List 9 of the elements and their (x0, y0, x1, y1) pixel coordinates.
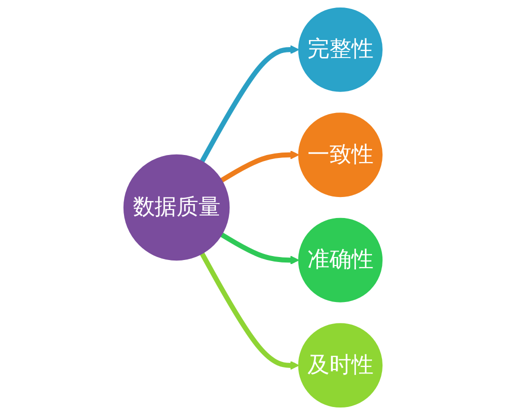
arrow (200, 252, 300, 370)
arrow (220, 150, 300, 182)
node-circle: 一致性 (298, 112, 383, 198)
node-circle: 完整性 (298, 7, 383, 92)
node-circle: 准确性 (298, 218, 383, 302)
node-circle: 数据质量 (123, 154, 230, 261)
arrow (200, 45, 300, 163)
node-circle: 及时性 (298, 323, 383, 408)
arrow (220, 232, 300, 264)
